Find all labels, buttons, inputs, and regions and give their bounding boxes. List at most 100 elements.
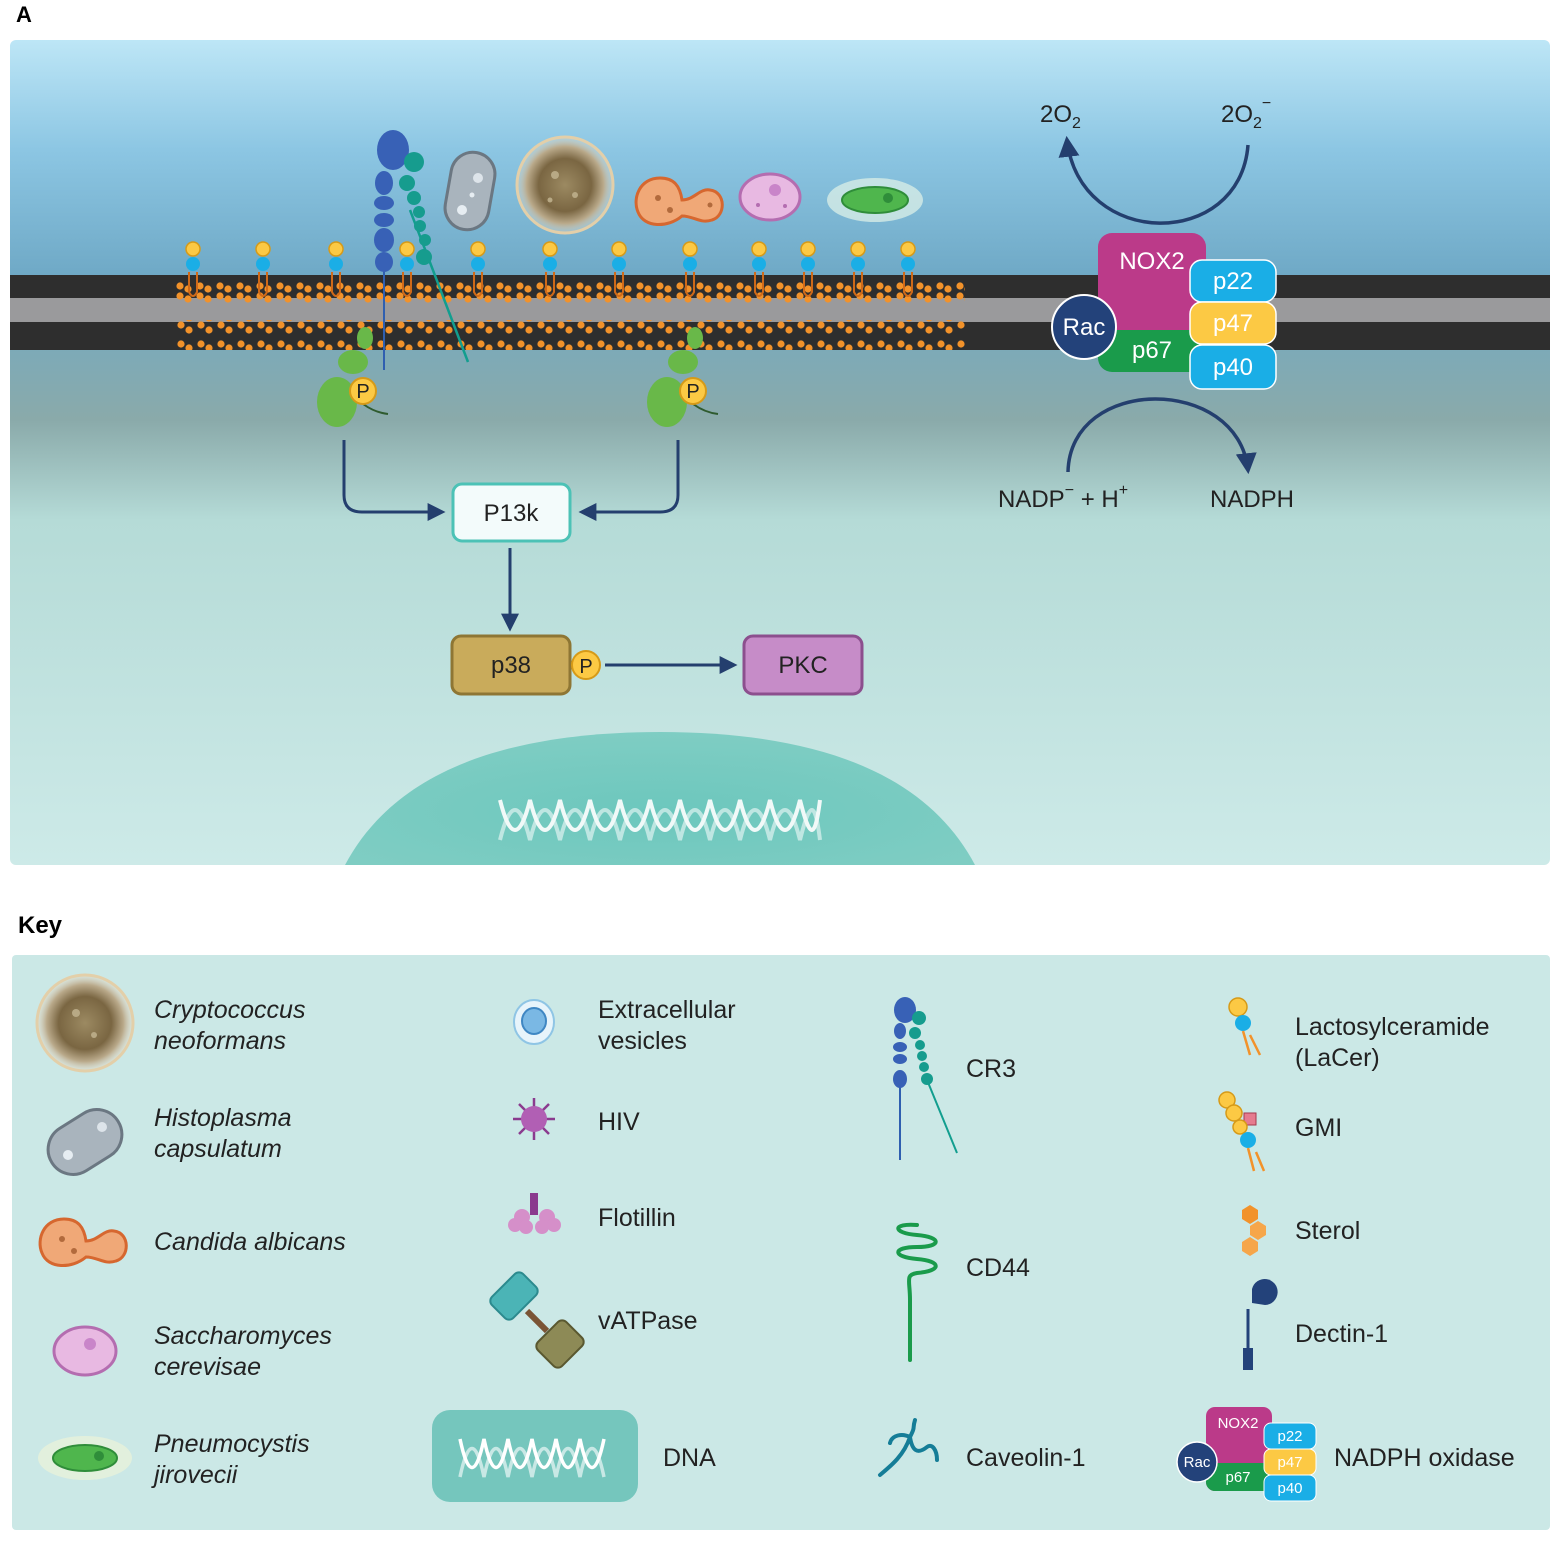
key-label-sterol: Sterol: [1295, 1217, 1361, 1245]
lacer-tail: [803, 272, 813, 297]
key-label-cr3: CR3: [966, 1055, 1017, 1083]
nucleus-dna-icon: [498, 799, 822, 841]
key-label-vatpase: vATPase: [598, 1307, 698, 1335]
rac-label: Rac: [1063, 314, 1106, 341]
phospho-left-label: P: [356, 381, 369, 403]
lacer-head-galactose: [900, 241, 916, 257]
key-panel: NOX2 p67 p22 p47 p40 Rac Cryptococcus ne…: [12, 955, 1550, 1530]
key-p47-label: p47: [1277, 1454, 1302, 1471]
lacer-tail: [685, 272, 695, 297]
key-title: Key: [18, 912, 63, 939]
candida-cell: [634, 176, 724, 226]
lacer-head-glucose: [901, 257, 915, 271]
reaction-arcs: [1058, 135, 1257, 475]
key-label-histoplasma: Histoplasma capsulatum: [154, 1104, 292, 1163]
hiv-icon: [513, 1098, 555, 1140]
key-label-nadph-oxidase: NADPH oxidase: [1334, 1444, 1515, 1472]
lacer-head-glucose: [471, 257, 485, 271]
lacer-head-glucose: [400, 257, 414, 271]
phospho-right-label: P: [686, 381, 699, 403]
lacer-tail: [614, 272, 624, 297]
key-p40-label: p40: [1277, 1480, 1302, 1497]
nadph-oxidase-icon: NOX2 p67 p22 p47 p40 Rac: [1176, 1407, 1317, 1502]
key-label-lacer: Lactosylceramide (LaCer): [1295, 1013, 1490, 1072]
superoxide-product: 2O2−: [1221, 95, 1271, 132]
lacer-tail: [402, 272, 412, 297]
nucleus: [345, 732, 975, 865]
key-icons: NOX2 p67 p22 p47 p40 Rac: [35, 973, 1317, 1502]
lacer-tail: [853, 272, 863, 297]
kinase-left: P: [317, 327, 389, 427]
p40-label: p40: [1213, 354, 1253, 381]
lacer-head-galactose: [328, 241, 344, 257]
lacer-head-galactose: [682, 241, 698, 257]
key-label-dna: DNA: [663, 1444, 716, 1472]
p38-label: p38: [491, 652, 531, 679]
candida-icon: [38, 1217, 128, 1267]
lacer-tail: [258, 272, 268, 297]
key-label-gmi: GMI: [1295, 1114, 1343, 1142]
kinase-right: P: [647, 327, 719, 427]
lacer-head-glucose: [612, 257, 626, 271]
pi3k-node: P13k: [451, 482, 572, 543]
lacer-head-galactose: [751, 241, 767, 257]
lacer-tail: [545, 272, 555, 297]
o2-reactant: 2O2: [1040, 101, 1081, 132]
p38-node: p38 P: [450, 634, 601, 696]
saccharomyces-cell: [738, 172, 802, 222]
pkc-node: PKC: [742, 634, 864, 696]
lacer-head-galactose: [542, 241, 558, 257]
nox2-label: NOX2: [1119, 248, 1184, 275]
lacer-head-galactose: [399, 241, 415, 257]
cd44-icon: [896, 1222, 938, 1362]
key-label-hiv: HIV: [598, 1108, 640, 1136]
histoplasma-cell: [443, 150, 497, 232]
diagram-panel: P P P13k p38 P PKC: [10, 40, 1550, 865]
key-p22-label: p22: [1277, 1428, 1302, 1445]
key-label-candida: Candida albicans: [154, 1228, 346, 1256]
key-rac-label: Rac: [1184, 1454, 1211, 1471]
lacer-head-galactose: [255, 241, 271, 257]
lacer-tail: [903, 272, 913, 297]
lacer-head-galactose: [800, 241, 816, 257]
lacer-head-galactose: [850, 241, 866, 257]
signaling-arrows: [342, 440, 738, 674]
panel-label: A: [16, 2, 32, 27]
nadp-reactant: NADP− + H+: [998, 482, 1128, 513]
nadph-product: NADPH: [1210, 486, 1294, 513]
nadph-oxidase-complex: NOX2 p67 p22 p47 p40 Rac: [1051, 233, 1277, 390]
cr3-icon: [893, 997, 958, 1160]
key-label-pneumocystis: Pneumocystis jirovecii: [154, 1430, 310, 1489]
vatpase-icon: [489, 1271, 585, 1369]
lacer-head-glucose: [186, 257, 200, 271]
pi3k-label: P13k: [484, 500, 540, 527]
key-label-cd44: CD44: [966, 1254, 1030, 1282]
lacer-head-galactose: [470, 241, 486, 257]
key-label-flotillin: Flotillin: [598, 1204, 676, 1232]
p47-label: p47: [1213, 310, 1253, 337]
lacer-head-glucose: [256, 257, 270, 271]
extracellular-vesicle-icon: [513, 999, 555, 1045]
key-p67-label: p67: [1225, 1469, 1250, 1486]
lacer-head-glucose: [329, 257, 343, 271]
histoplasma-icon: [46, 1108, 124, 1176]
p22-label: p22: [1213, 268, 1253, 295]
lacer-tail: [331, 272, 341, 297]
key-label-dectin: Dectin-1: [1295, 1320, 1389, 1348]
key-label-cryptococcus: Cryptococcus neoformans: [154, 996, 306, 1055]
plasma-membrane: [10, 275, 1550, 350]
lacer-icon: [1228, 997, 1262, 1056]
key-label-saccharomyces: Saccharomyces cerevisae: [154, 1322, 332, 1381]
lacer-head-glucose: [543, 257, 557, 271]
pkc-label: PKC: [778, 652, 827, 679]
flotillin-icon: [508, 1193, 561, 1234]
cryptococcus-cell: [515, 135, 615, 235]
lacer-head-glucose: [851, 257, 865, 271]
dna-key-icon: [432, 1410, 638, 1502]
key-nox2-label: NOX2: [1218, 1415, 1259, 1432]
lacer-head-glucose: [752, 257, 766, 271]
pneumocystis-cell: [827, 178, 923, 222]
lacer-head-galactose: [185, 241, 201, 257]
p38-phospho-label: P: [579, 656, 592, 678]
lactosylceramide-row: [185, 241, 916, 297]
